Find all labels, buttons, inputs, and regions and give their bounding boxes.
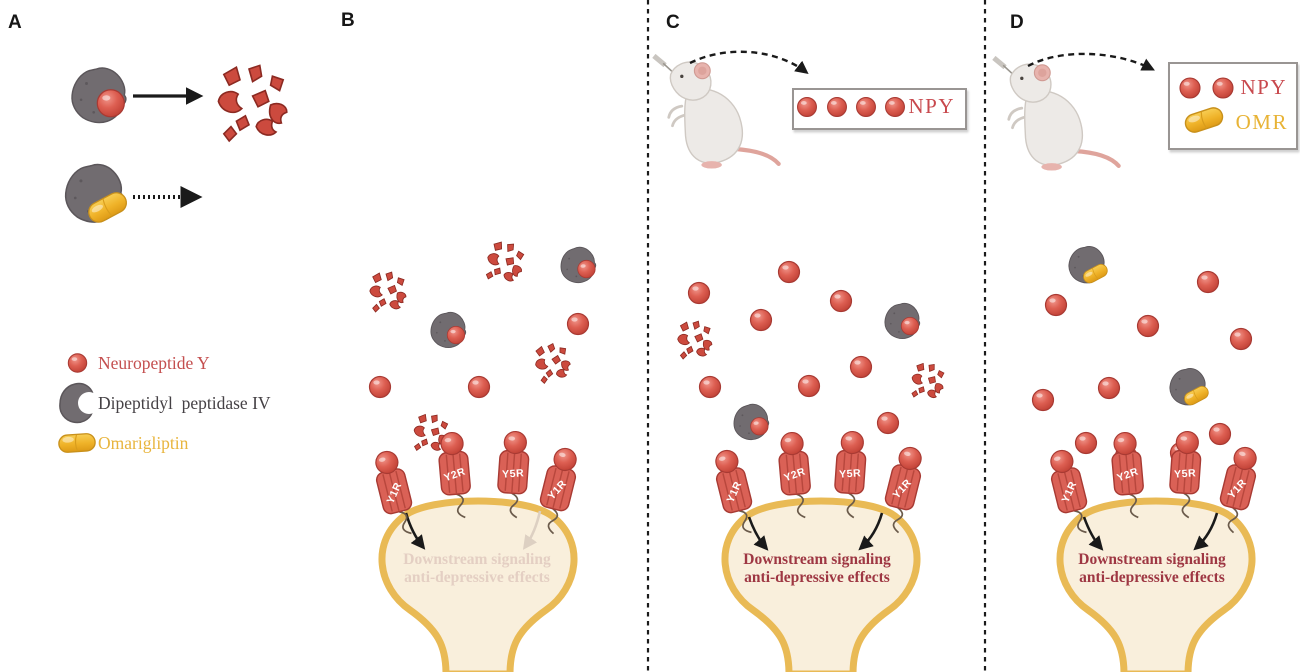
npy-molecule [1031, 388, 1055, 412]
npy-sphere-icon [56, 351, 98, 375]
npy-fragments [526, 339, 576, 389]
dppiv-npy-complex [67, 66, 134, 129]
npy-box-label: NPY [908, 94, 955, 118]
npy-molecule [749, 308, 773, 332]
npy-molecule [687, 281, 711, 305]
npy-molecule [467, 375, 491, 399]
downstream-line1: Downstream signaling [1078, 551, 1226, 568]
npy-fragments [902, 358, 949, 405]
receptor-d-1: Y2R [1101, 429, 1155, 525]
downstream-text-d: Downstream signaling anti-depressive eff… [1032, 551, 1272, 587]
receptor-b-1: Y2R [428, 429, 482, 525]
npy-fragments [206, 62, 292, 148]
receptor-b-3: Y1R [524, 442, 591, 542]
npy-molecule [1136, 314, 1160, 338]
omarigliptin-pill-icon [56, 430, 98, 456]
npy-fragments [671, 319, 714, 362]
dppiv-npy-complex [882, 302, 925, 343]
dppiv-npy-complex [428, 311, 471, 352]
omr-box-label: OMR [1235, 110, 1288, 134]
panel-a-label: A [8, 12, 22, 33]
npy-fragments [475, 235, 530, 290]
npy-molecule [368, 375, 392, 399]
downstream-text-c: Downstream signaling anti-depressive eff… [697, 551, 937, 587]
mouse-intranasal-c [650, 53, 790, 181]
npy-box-label: NPY [1240, 75, 1287, 99]
npy-molecule [876, 411, 900, 435]
downstream-line2: anti-depressive effects [404, 569, 550, 586]
panel-b-label: B [341, 10, 355, 31]
npy-fragments [363, 270, 409, 316]
dppiv-omarigliptin-complex [1166, 367, 1215, 411]
legend-label: Dipeptidyl peptidase IV [98, 392, 271, 413]
downstream-text-b: Downstream signaling anti-depressive eff… [357, 551, 597, 587]
legend-label: Neuropeptide Y [98, 352, 210, 373]
npy-molecule [698, 375, 722, 399]
receptor-d-2: Y5R [1159, 429, 1211, 524]
npy-molecule [1097, 376, 1121, 400]
npy-molecule [1229, 327, 1253, 351]
downstream-line2: anti-depressive effects [1079, 569, 1225, 586]
receptor-d-0: Y1R [1037, 444, 1104, 544]
npy-molecule [829, 289, 853, 313]
npy-molecule [777, 260, 801, 284]
receptor-label: Y5R [502, 467, 525, 481]
receptor-c-3: Y1R [869, 441, 936, 541]
dppiv-omarigliptin-complex [1065, 245, 1114, 289]
panel-c-label: C [666, 12, 680, 33]
mouse-intranasal-d [990, 55, 1130, 183]
receptor-d-3: Y1R [1204, 441, 1271, 541]
receptor-label: Y5R [1174, 467, 1197, 481]
npy-omr-injection-box: NPY OMR [1168, 62, 1298, 150]
downstream-line1: Downstream signaling [743, 551, 891, 568]
npy-molecule [1044, 293, 1068, 317]
receptor-b-0: Y1R [362, 445, 429, 545]
downstream-line1: Downstream signaling [403, 551, 551, 568]
legend-label: Omarigliptin [98, 432, 189, 453]
legend-item-dipeptidyl-peptidase-iv: Dipeptidyl peptidase IV [56, 382, 271, 424]
dppiv-npy-complex [555, 243, 603, 289]
dppiv-omarigliptin-complex [60, 162, 138, 232]
panel-d-label: D [1010, 12, 1024, 33]
receptor-b-2: Y5R [487, 429, 539, 524]
receptor-c-2: Y5R [824, 429, 876, 524]
npy-molecule [849, 355, 873, 379]
npy-injection-box: NPY [792, 88, 967, 130]
legend: Neuropeptide Y Dipeptidyl peptidase IV O… [56, 343, 271, 463]
receptor-c-1: Y2R [768, 429, 822, 525]
receptor-c-0: Y1R [702, 444, 769, 544]
npy-molecule [797, 374, 821, 398]
legend-item-omarigliptin: Omarigliptin [56, 423, 271, 463]
legend-item-neuropeptide-y: Neuropeptide Y [56, 343, 271, 383]
npy-molecule [1196, 270, 1220, 294]
npy-molecule [566, 312, 590, 336]
receptor-label: Y5R [839, 467, 862, 481]
dppiv-enzyme-icon [56, 382, 98, 424]
downstream-line2: anti-depressive effects [744, 569, 890, 586]
